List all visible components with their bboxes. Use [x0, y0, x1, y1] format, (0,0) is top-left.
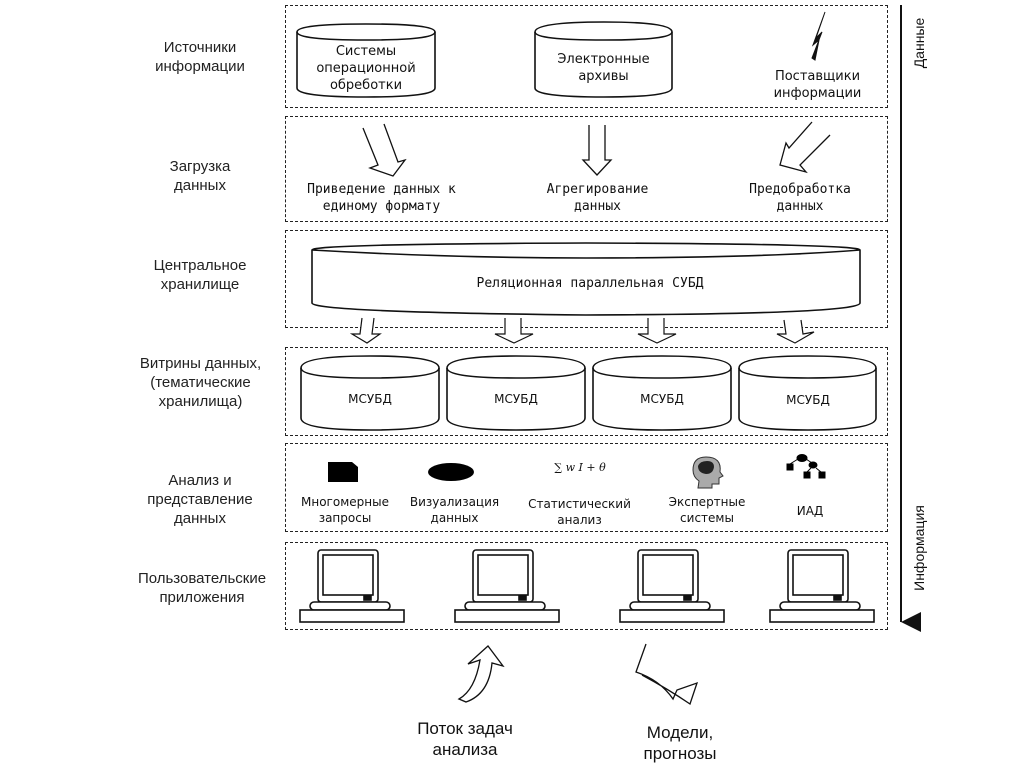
zone-loading [285, 116, 888, 222]
loading-label: Приведение данных к единому формату [307, 182, 456, 214]
row-label-central: Центральное хранилище [153, 257, 247, 293]
analysis-label: Статистический анализ [528, 497, 631, 527]
mart-label: МСУБД [640, 392, 684, 406]
database-cylinder-icon [738, 355, 877, 431]
row-label-loading: Загрузка данных [169, 158, 231, 194]
source-label: Электронные архивы [557, 52, 650, 84]
analysis-label: Многомерные запросы [301, 495, 389, 525]
mart-label: МСУБД [348, 392, 392, 406]
central-database-icon [311, 242, 861, 316]
row-label-analysis: Анализ и представление данных [147, 472, 253, 527]
arrow-down-right-icon [362, 123, 407, 177]
database-cylinder-icon [592, 355, 732, 431]
axis-label-data: Данные [911, 17, 927, 69]
database-cylinder-icon [296, 23, 436, 98]
formula-icon: ∑ w I + θ [554, 461, 606, 474]
database-cylinder-icon [300, 355, 440, 431]
source-label: Системы операционной обреботки [316, 44, 416, 93]
arrow-up-curved-icon [457, 645, 505, 703]
chart-blob-icon [428, 463, 474, 481]
row-label-sources: Источники информации [155, 39, 245, 75]
mart-label: МСУБД [494, 392, 538, 406]
zone-apps [285, 542, 888, 630]
loading-label: Предобработка данных [749, 182, 851, 214]
arrow-right-curved-icon [635, 643, 699, 706]
mart-label: МСУБД [786, 393, 830, 407]
database-cylinder-icon [534, 21, 673, 98]
analysis-label: Экспертные системы [668, 495, 746, 525]
arrow-down-icon [349, 317, 382, 344]
row-label-apps: Пользовательские приложения [137, 570, 267, 606]
cube-icon [328, 462, 358, 482]
axis-label-information: Информация [911, 505, 927, 591]
loading-label: Агрегирование данных [546, 182, 649, 214]
zone-central [285, 230, 888, 328]
zone-analysis [285, 443, 888, 532]
arrow-down-icon [637, 318, 677, 344]
arrow-down-icon [776, 319, 815, 344]
analysis-label: ИАД [796, 504, 824, 518]
computer-icon [769, 549, 875, 623]
source-label: Поставщики информации [773, 69, 862, 101]
computer-icon [619, 549, 725, 623]
arrow-down-icon [494, 318, 534, 344]
analysis-label: Визуализация данных [409, 495, 500, 525]
tree-icon [786, 454, 826, 479]
database-cylinder-icon [446, 355, 586, 431]
models-forecasts-label: Модели, прогнозы [643, 723, 717, 763]
row-label-marts: Витрины данных, (тематические хранилища) [139, 355, 262, 410]
arrow-down-icon [581, 125, 613, 176]
zone-sources [285, 5, 888, 108]
computer-icon [454, 549, 560, 623]
computer-icon [299, 549, 405, 623]
task-flow-label: Поток задач анализа [417, 719, 513, 759]
head-brain-icon [692, 456, 724, 489]
arrow-down-left-icon [779, 121, 831, 174]
central-db-label: Реляционная параллельная СУБД [476, 276, 704, 291]
zone-marts [285, 347, 888, 436]
lightning-icon [811, 11, 826, 61]
